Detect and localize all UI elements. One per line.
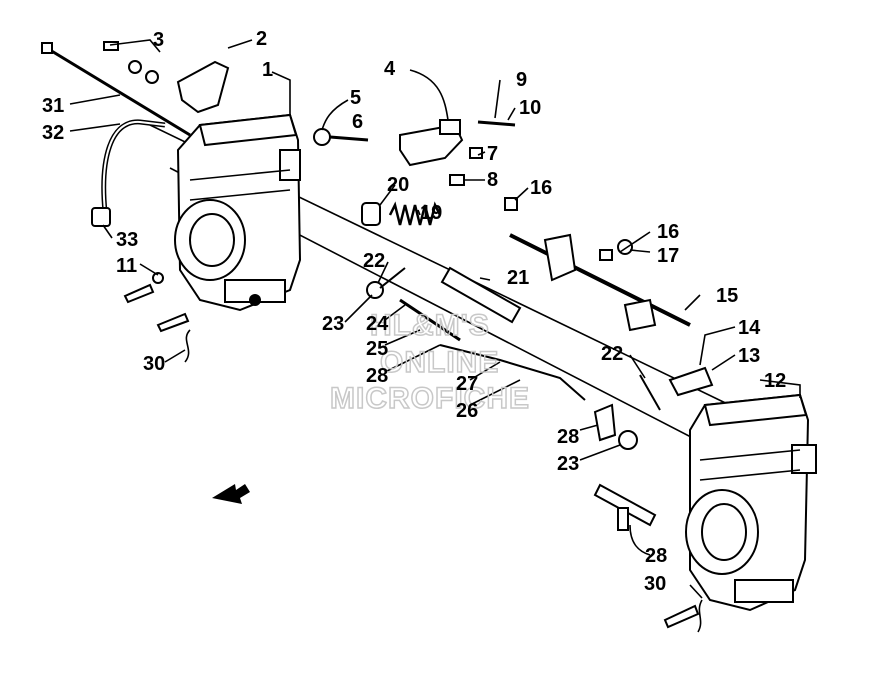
rod-part-24-25	[399, 298, 461, 342]
part-number-28-left: 28	[366, 365, 388, 387]
part-number-9: 9	[516, 69, 527, 91]
part-number-27: 27	[456, 373, 478, 395]
part-number-12: 12	[764, 370, 786, 392]
part-number-15: 15	[716, 285, 738, 307]
part-number-17: 17	[657, 245, 679, 267]
part-number-6: 6	[352, 111, 363, 133]
lever-part-4	[399, 119, 464, 167]
fitting-part-29	[593, 483, 657, 531]
screw-part-16	[504, 197, 613, 261]
link-part-22-23-right	[618, 374, 661, 450]
spring-part-19	[388, 201, 442, 226]
part-number-22-right: 22	[601, 343, 623, 365]
part-number-33: 33	[116, 229, 138, 251]
part-number-21: 21	[507, 267, 529, 289]
part-number-4: 4	[384, 58, 396, 80]
part-number-3: 3	[153, 29, 164, 51]
left-carburetor	[174, 113, 302, 312]
watermark-line-1: HL&M'S	[370, 309, 490, 342]
part-number-32: 32	[42, 122, 64, 144]
screws-part-3	[103, 41, 159, 84]
screw-part-5-6	[313, 128, 369, 146]
part-number-24: 24	[366, 313, 389, 335]
part-number-20: 20	[387, 174, 409, 196]
rod-part-26-27	[439, 344, 586, 401]
collar-part-20	[361, 202, 381, 226]
part-number-13: 13	[738, 345, 760, 367]
part-number-11: 11	[116, 255, 137, 277]
part-number-8: 8	[487, 169, 498, 191]
part-number-23-right: 23	[557, 453, 579, 475]
part-number-14: 14	[738, 317, 761, 339]
part-number-10: 10	[519, 97, 541, 119]
part-number-7: 7	[487, 143, 498, 165]
pin-part-9-10	[477, 120, 516, 127]
part-number-30-left: 30	[143, 353, 165, 375]
part-number-16-lower: 16	[657, 221, 679, 243]
screw-part-11	[123, 272, 164, 304]
watermark-line-3: MICROFICHE	[330, 382, 530, 415]
clip-part-28	[593, 403, 617, 442]
rod-part-31	[41, 42, 191, 137]
part-number-28-right: 28	[645, 545, 667, 567]
part-numbers: 1 2 3 4 5 6 7 8 9 10 11 12 13 14 15 16 1…	[42, 28, 786, 595]
part-number-1: 1	[262, 59, 273, 81]
part-number-23-left: 23	[322, 313, 344, 335]
hose-part-32	[101, 119, 166, 213]
part-number-19: 19	[420, 202, 442, 224]
part-number-2: 2	[256, 28, 267, 50]
bracket-part-2	[176, 60, 230, 114]
screw-part-30-right	[663, 599, 703, 633]
part-number-31: 31	[42, 95, 64, 117]
part-number-5: 5	[350, 87, 361, 109]
part-number-25: 25	[366, 338, 388, 360]
watermark: HL&M'S ONLINE MICROFICHE	[329, 308, 530, 416]
sleeve-part-21	[440, 266, 522, 324]
part-number-26: 26	[456, 400, 478, 422]
right-carburetor	[668, 366, 817, 612]
screw-part-30-left	[156, 312, 191, 363]
shaft-part-15	[509, 233, 691, 332]
fitting-part-33	[91, 207, 111, 227]
watermark-line-2: ONLINE	[380, 346, 499, 379]
part-number-16-upper: 16	[530, 177, 552, 199]
front-arrow-icon	[212, 484, 250, 504]
part-number-22-left: 22	[363, 250, 385, 272]
part-number-28-middle: 28	[557, 426, 579, 448]
leader-lines	[69, 39, 801, 599]
part-number-30-right: 30	[644, 573, 666, 595]
link-part-22-23-left	[366, 267, 406, 299]
